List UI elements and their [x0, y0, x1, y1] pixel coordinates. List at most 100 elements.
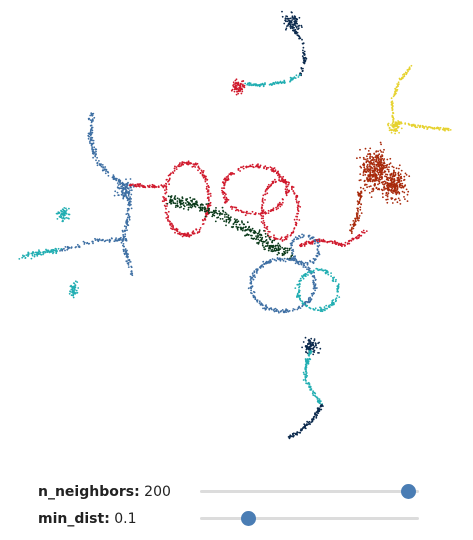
- point: [169, 173, 172, 176]
- point: [212, 209, 215, 212]
- point: [298, 219, 301, 221]
- point: [249, 279, 252, 281]
- point: [376, 179, 378, 182]
- point: [392, 120, 395, 123]
- min-dist-slider[interactable]: [200, 508, 419, 530]
- point: [297, 207, 299, 210]
- point: [392, 112, 394, 115]
- point: [114, 238, 117, 241]
- point: [201, 206, 204, 209]
- point: [92, 148, 94, 151]
- point: [125, 178, 127, 181]
- point: [120, 190, 123, 193]
- point: [379, 166, 381, 169]
- point: [286, 309, 288, 312]
- point: [294, 432, 297, 435]
- point: [192, 230, 195, 233]
- point: [362, 231, 364, 234]
- min-dist-slider-thumb[interactable]: [241, 511, 257, 526]
- point: [250, 84, 253, 86]
- point: [381, 176, 384, 179]
- point: [109, 239, 112, 242]
- point: [213, 212, 216, 215]
- point: [160, 184, 163, 187]
- point: [128, 204, 131, 207]
- point: [290, 79, 292, 82]
- point: [130, 193, 133, 196]
- point: [215, 207, 217, 209]
- point: [196, 203, 199, 206]
- point: [241, 227, 244, 230]
- point: [100, 165, 103, 168]
- point: [123, 183, 126, 186]
- point: [375, 154, 377, 157]
- point: [229, 172, 232, 174]
- point: [240, 92, 243, 95]
- point: [125, 213, 128, 216]
- point: [262, 209, 265, 212]
- point: [284, 188, 287, 191]
- point: [350, 230, 353, 233]
- point: [268, 237, 271, 239]
- point: [289, 76, 292, 79]
- point: [102, 169, 104, 172]
- point: [315, 417, 318, 419]
- point: [198, 168, 201, 170]
- point: [245, 165, 248, 168]
- point: [174, 206, 177, 209]
- point: [170, 195, 173, 197]
- point: [38, 249, 40, 252]
- point: [363, 166, 366, 169]
- point: [230, 226, 233, 228]
- point: [31, 253, 34, 255]
- point: [222, 193, 225, 196]
- point: [90, 138, 92, 141]
- point: [286, 249, 289, 252]
- point: [349, 224, 352, 226]
- point: [291, 188, 293, 191]
- point: [90, 112, 93, 115]
- point: [284, 178, 287, 181]
- point: [69, 290, 71, 293]
- point: [395, 90, 398, 92]
- point: [390, 128, 392, 131]
- point: [389, 176, 392, 179]
- point: [311, 344, 314, 346]
- point: [389, 174, 392, 177]
- point: [232, 206, 234, 208]
- point: [303, 61, 306, 64]
- point: [372, 173, 374, 176]
- point: [119, 238, 121, 241]
- point: [281, 240, 284, 242]
- min-dist-slider-track[interactable]: [200, 517, 419, 520]
- n-neighbors-slider[interactable]: [200, 481, 419, 503]
- point: [287, 310, 289, 313]
- point: [266, 306, 269, 309]
- point: [224, 211, 227, 214]
- point: [447, 129, 450, 132]
- point: [170, 200, 173, 203]
- point: [269, 238, 272, 241]
- point: [302, 371, 305, 374]
- point: [118, 178, 120, 181]
- n-neighbors-slider-thumb[interactable]: [401, 484, 417, 499]
- point: [318, 244, 321, 247]
- point: [324, 269, 327, 272]
- point: [311, 294, 314, 297]
- point: [359, 148, 361, 151]
- n-neighbors-slider-track[interactable]: [200, 490, 419, 493]
- point: [327, 273, 330, 276]
- point: [257, 243, 260, 245]
- point: [268, 83, 271, 86]
- point: [253, 270, 256, 272]
- point: [359, 198, 361, 201]
- point: [305, 382, 307, 385]
- point: [408, 68, 410, 71]
- point: [204, 215, 207, 218]
- point: [310, 337, 313, 340]
- point: [350, 239, 352, 242]
- point: [313, 239, 316, 242]
- point: [129, 261, 132, 263]
- point: [398, 199, 401, 202]
- point: [131, 274, 134, 277]
